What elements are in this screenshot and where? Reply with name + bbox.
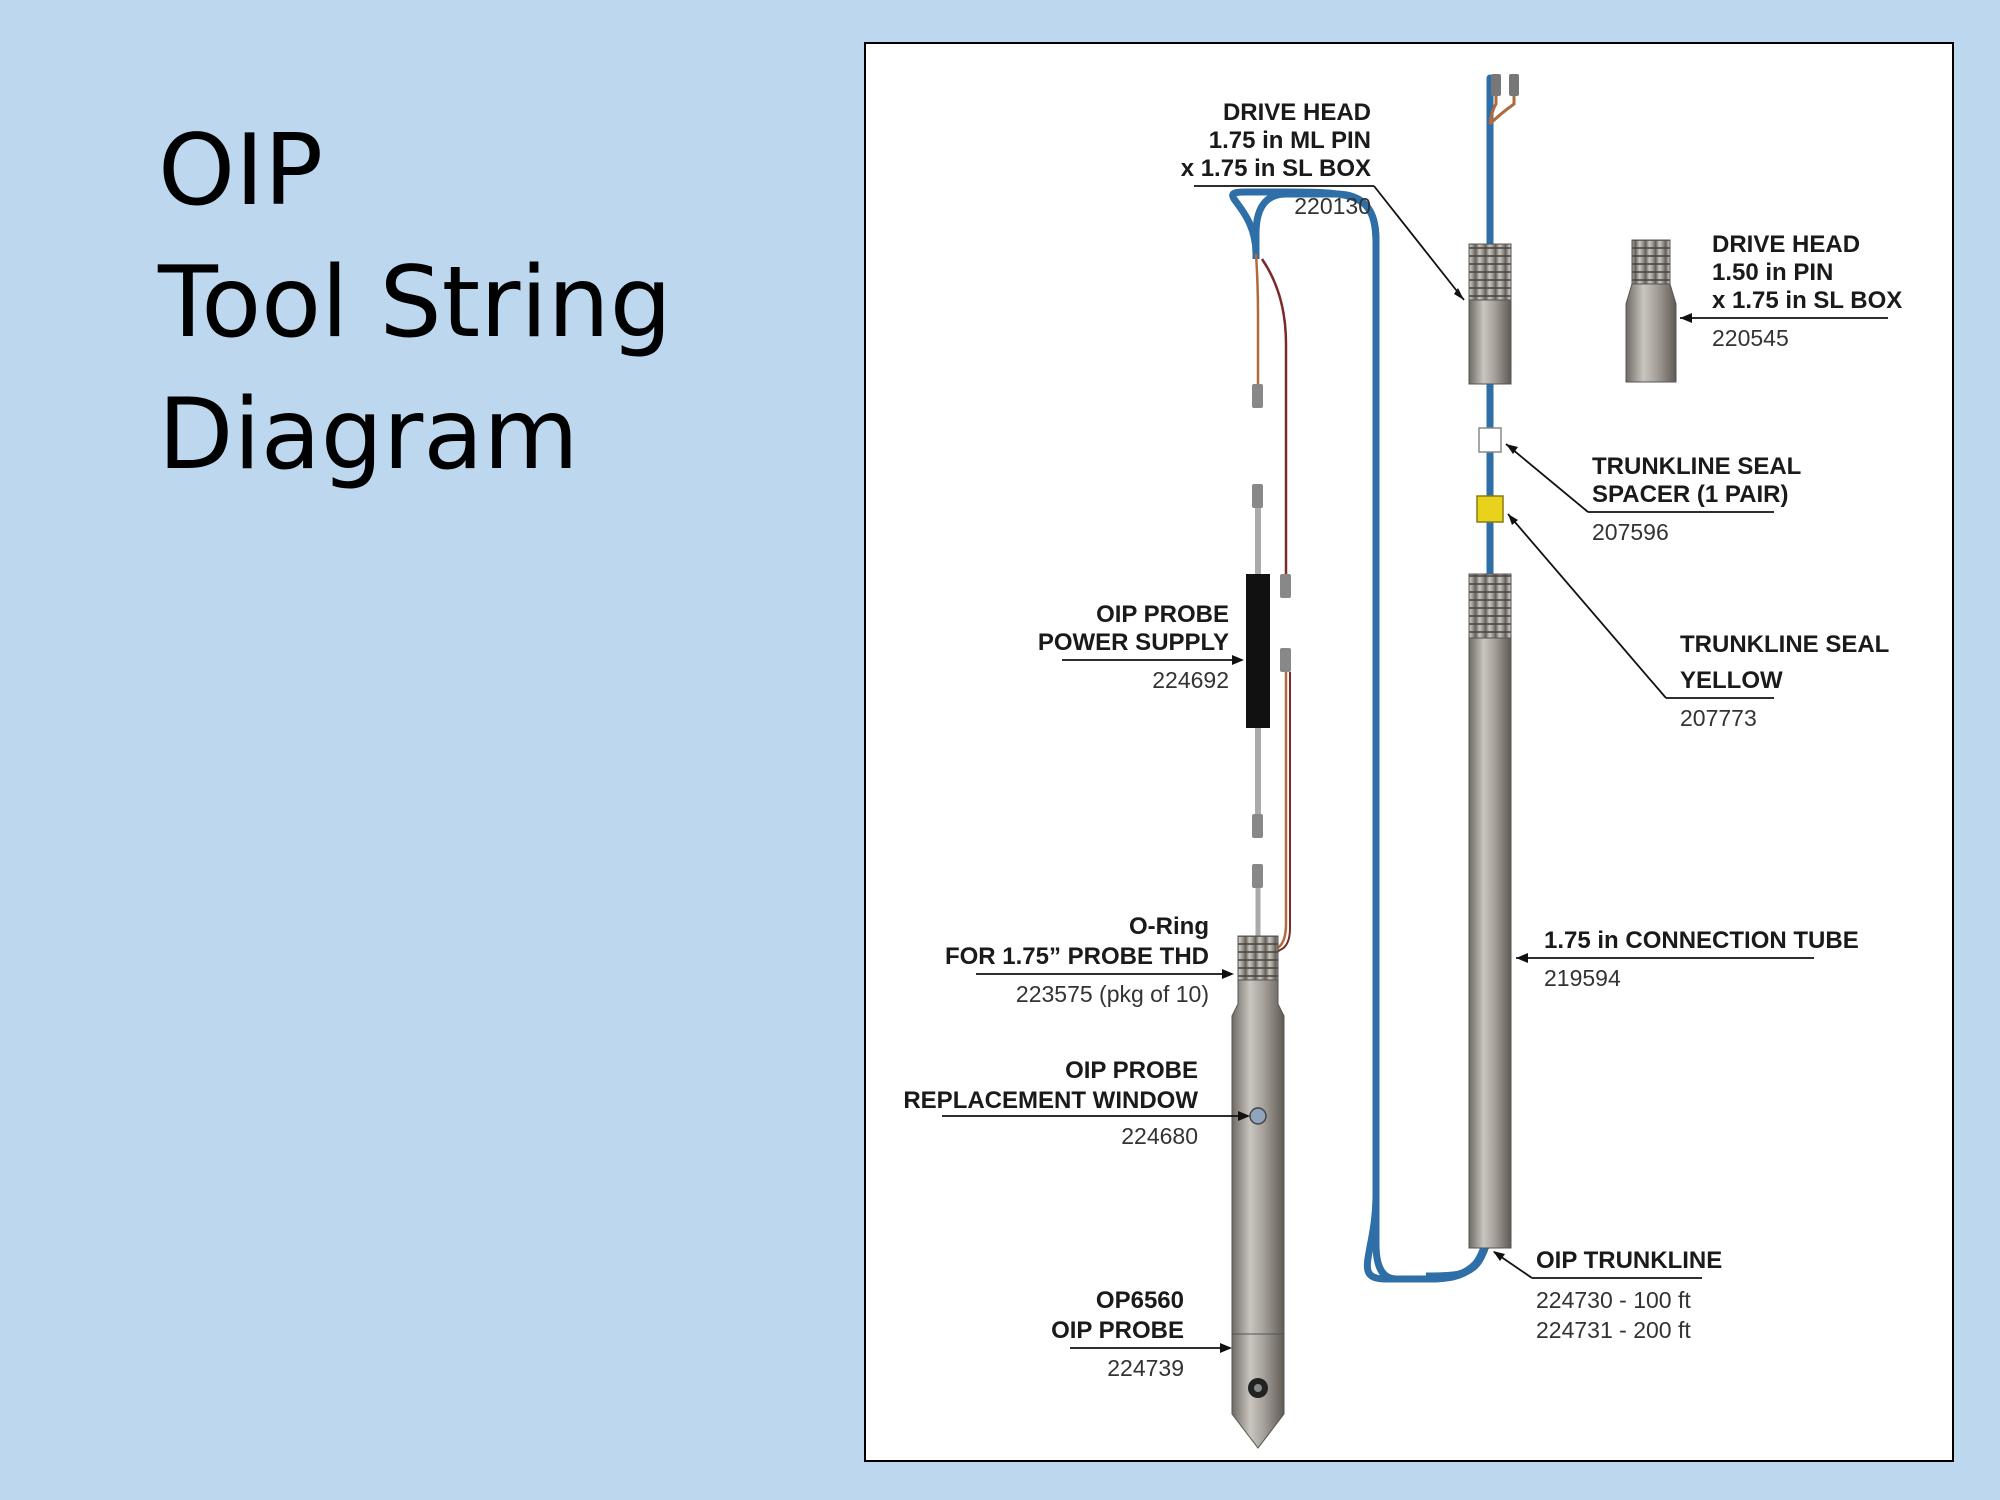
replacement-window-part bbox=[1249, 1107, 1267, 1125]
slide-title: OIP Tool String Diagram bbox=[158, 105, 672, 501]
seal-yellow-line-1: TRUNKLINE SEAL bbox=[1680, 631, 1889, 658]
top-connector-right-icon bbox=[1509, 74, 1519, 96]
drive-head-150-body bbox=[1625, 283, 1677, 383]
trunkline-seal-spacer-part bbox=[1478, 427, 1502, 453]
tool-string-diagram: DRIVE HEAD 1.75 in ML PIN x 1.75 in SL B… bbox=[864, 42, 1954, 1462]
callout-drive-head-150: DRIVE HEAD 1.50 in PIN x 1.75 in SL BOX … bbox=[1680, 231, 1902, 351]
callout-trunkline-seal-yellow: TRUNKLINE SEAL YELLOW 207773 bbox=[1507, 513, 1889, 731]
ps-connector-2-icon bbox=[1252, 484, 1263, 508]
probe-line-2: OIP PROBE bbox=[1051, 1317, 1184, 1344]
power-supply-line-1: OIP PROBE bbox=[1096, 601, 1229, 628]
o-ring-line-2: FOR 1.75” PROBE THD bbox=[945, 943, 1209, 970]
callout-o-ring: O-Ring FOR 1.75” PROBE THD 223575 (pkg o… bbox=[945, 913, 1234, 1007]
connection-tube-thread bbox=[1468, 573, 1512, 639]
callout-drive-head-175: DRIVE HEAD 1.75 in ML PIN x 1.75 in SL B… bbox=[1181, 99, 1465, 301]
ps-wire-top-left bbox=[1254, 253, 1260, 384]
drive-head-175-thread bbox=[1468, 243, 1512, 301]
drive-head-150-line-1: DRIVE HEAD bbox=[1712, 231, 1860, 258]
seal-yellow-line-2: YELLOW bbox=[1680, 667, 1783, 694]
slide-title-line-2: Tool String bbox=[158, 246, 672, 360]
probe-thread bbox=[1237, 935, 1279, 981]
replacement-window-part-number: 224680 bbox=[1121, 1123, 1198, 1149]
replacement-window-line-2: REPLACEMENT WINDOW bbox=[903, 1087, 1198, 1114]
power-supply-part-number: 224692 bbox=[1152, 667, 1229, 693]
slide-title-line-1: OIP bbox=[158, 114, 324, 228]
seal-spacer-line-2: SPACER (1 PAIR) bbox=[1592, 481, 1788, 508]
connection-tube-line-1: 1.75 in CONNECTION TUBE bbox=[1544, 927, 1859, 954]
drive-head-150-line-2: 1.50 in PIN bbox=[1712, 259, 1833, 286]
trunkline-loop bbox=[1252, 78, 1494, 1283]
probe-part-number: 224739 bbox=[1107, 1355, 1184, 1381]
callout-trunkline-seal-spacer: TRUNKLINE SEAL SPACER (1 PAIR) 207596 bbox=[1505, 443, 1801, 545]
seal-spacer-part-number: 207596 bbox=[1592, 519, 1669, 545]
probe-line-1: OP6560 bbox=[1096, 1287, 1184, 1314]
drive-head-175-line-2: 1.75 in ML PIN bbox=[1209, 127, 1371, 154]
slide-title-line-3: Diagram bbox=[158, 378, 579, 492]
callout-replacement-window: OIP PROBE REPLACEMENT WINDOW 224680 bbox=[903, 1057, 1250, 1149]
seal-spacer-line-1: TRUNKLINE SEAL bbox=[1592, 453, 1801, 480]
callout-trunkline: OIP TRUNKLINE 224730 - 100 ft 224731 - 2… bbox=[1493, 1247, 1722, 1343]
callout-probe: OP6560 OIP PROBE 224739 bbox=[1051, 1287, 1232, 1381]
drive-head-175-line-1: DRIVE HEAD bbox=[1223, 99, 1371, 126]
probe-port-inner-icon bbox=[1254, 1384, 1262, 1392]
callout-power-supply: OIP PROBE POWER SUPPLY 224692 bbox=[1038, 601, 1244, 693]
power-supply-part bbox=[1246, 574, 1270, 728]
ps-wire-lower-2 bbox=[1263, 672, 1291, 961]
ps-wire-top-right bbox=[1260, 258, 1288, 574]
o-ring-line-1: O-Ring bbox=[1129, 913, 1209, 940]
drive-head-150-part-number: 220545 bbox=[1712, 325, 1789, 351]
ps-connector-1-icon bbox=[1252, 384, 1263, 408]
ps-connector-3-icon bbox=[1252, 814, 1263, 838]
trunkline-part-number-100: 224730 - 100 ft bbox=[1536, 1287, 1691, 1313]
trunkline-part-number-200: 224731 - 200 ft bbox=[1536, 1317, 1691, 1343]
ps-connector-4-icon bbox=[1280, 574, 1291, 598]
ps-connector-5-icon bbox=[1280, 648, 1291, 672]
o-ring-part-number: 223575 (pkg of 10) bbox=[1016, 981, 1209, 1007]
probe-body bbox=[1231, 979, 1285, 1335]
seal-yellow-part-number: 207773 bbox=[1680, 705, 1757, 731]
power-supply-line-2: POWER SUPPLY bbox=[1038, 629, 1229, 656]
callout-connection-tube: 1.75 in CONNECTION TUBE 219594 bbox=[1516, 927, 1859, 991]
drive-head-175-part-number: 220130 bbox=[1294, 193, 1371, 219]
drive-head-175-line-3: x 1.75 in SL BOX bbox=[1181, 155, 1371, 182]
ps-connector-6-icon bbox=[1252, 864, 1263, 888]
drive-head-150-thread bbox=[1631, 239, 1671, 285]
top-connector-left-icon bbox=[1491, 74, 1501, 96]
drive-head-175-body bbox=[1468, 299, 1512, 385]
trunkline-line-1: OIP TRUNKLINE bbox=[1536, 1247, 1722, 1274]
drive-head-150-line-3: x 1.75 in SL BOX bbox=[1712, 287, 1902, 314]
connection-tube-body bbox=[1468, 637, 1512, 1249]
trunkline-seal-yellow-part bbox=[1476, 495, 1504, 523]
top-wires bbox=[1488, 84, 1516, 126]
connection-tube-part-number: 219594 bbox=[1544, 965, 1621, 991]
diagram-canvas: DRIVE HEAD 1.75 in ML PIN x 1.75 in SL B… bbox=[903, 74, 1902, 1449]
replacement-window-line-1: OIP PROBE bbox=[1065, 1057, 1198, 1084]
